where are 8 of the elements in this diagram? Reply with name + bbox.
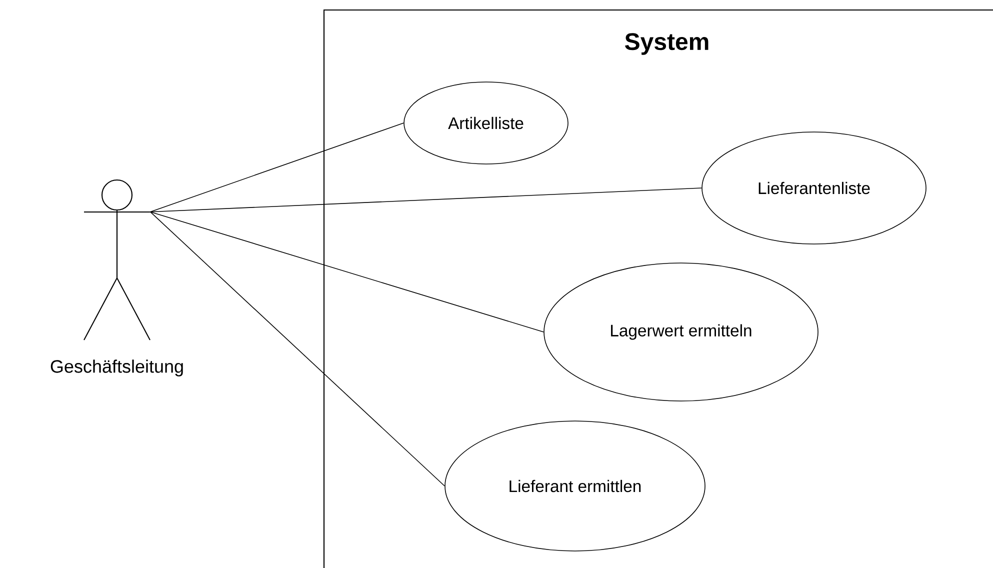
association-line bbox=[150, 211, 445, 486]
system-title: System bbox=[625, 33, 708, 55]
association-line bbox=[150, 211, 544, 332]
system-boundary bbox=[323, 9, 993, 568]
association-line bbox=[150, 122, 404, 212]
actor-label: Geschäftsleitung bbox=[50, 360, 183, 376]
actor-figure bbox=[84, 179, 150, 340]
association-line bbox=[150, 188, 702, 212]
